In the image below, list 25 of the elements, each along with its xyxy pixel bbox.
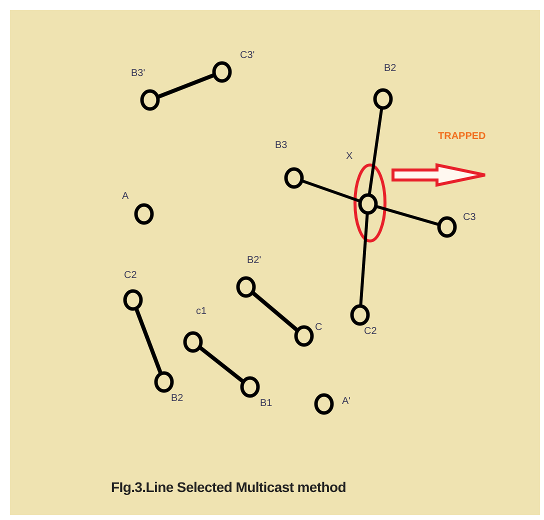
node-label: C3' bbox=[240, 51, 255, 61]
node-label: A' bbox=[342, 397, 351, 407]
connector-line bbox=[302, 180, 360, 202]
node-label: B2 bbox=[384, 64, 396, 74]
node-label: X bbox=[346, 152, 353, 162]
node-label: C3 bbox=[463, 213, 476, 223]
node-label: C2 bbox=[124, 271, 137, 281]
node-label: B3' bbox=[131, 69, 146, 79]
connector-line bbox=[198, 346, 244, 383]
node-label: B2' bbox=[247, 256, 262, 266]
connector-line bbox=[359, 212, 369, 306]
node-label: A bbox=[122, 192, 129, 202]
figure-caption: FIg.3.Line Selected Multicast method bbox=[111, 479, 346, 495]
node-label: C2 bbox=[364, 327, 377, 337]
node-label: C bbox=[315, 323, 322, 333]
connector-line bbox=[158, 73, 214, 99]
connector-line bbox=[376, 205, 439, 226]
node-label: B1 bbox=[260, 399, 272, 409]
connector-line bbox=[252, 291, 298, 332]
node-label: B3 bbox=[275, 141, 288, 151]
connector-line bbox=[368, 108, 384, 196]
node-label: B2 bbox=[171, 394, 184, 404]
status-label: TRAPPED bbox=[438, 131, 486, 142]
node-label: c1 bbox=[196, 307, 207, 317]
connector-line bbox=[134, 308, 163, 374]
